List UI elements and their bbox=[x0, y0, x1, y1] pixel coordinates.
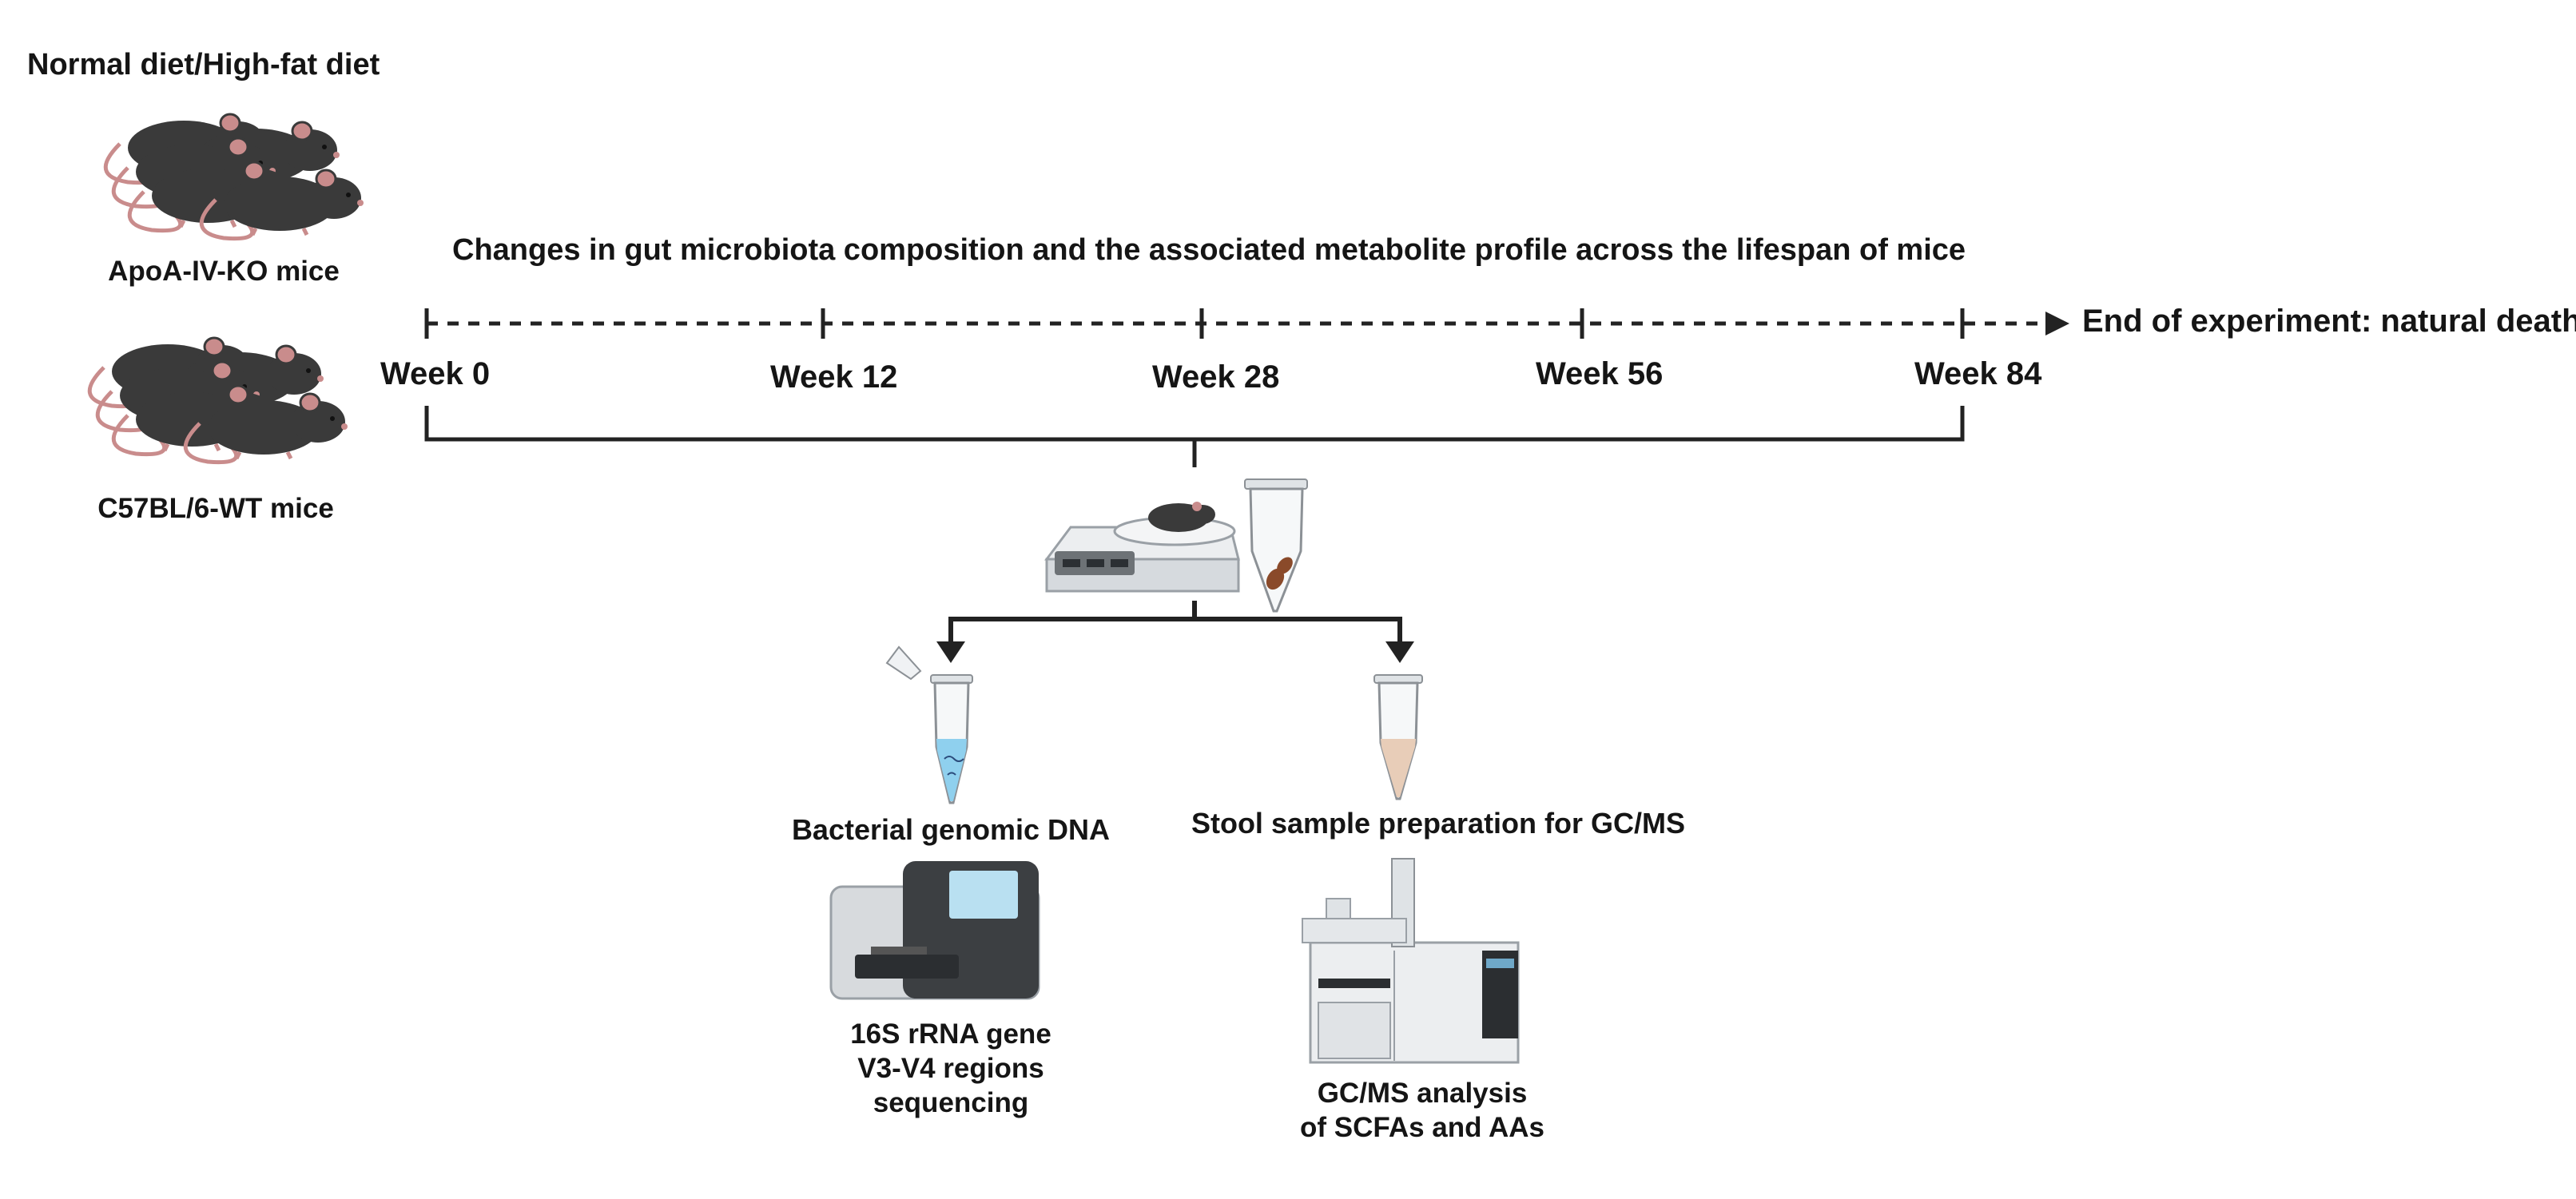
gcms-machine-icon bbox=[1302, 858, 1520, 1064]
left-arrowhead bbox=[936, 641, 965, 663]
timeline-week-28: Week 28 bbox=[1152, 359, 1280, 395]
right-analysis-line-1: GC/MS analysis bbox=[1317, 1078, 1528, 1109]
group-label-c57bl6-wt: C57BL/6-WT mice bbox=[97, 493, 334, 524]
weighing-scale-icon bbox=[1044, 502, 1240, 593]
timeline-week-56: Week 56 bbox=[1536, 356, 1664, 391]
right-branch-sample-label: Stool sample preparation for GC/MS bbox=[1191, 807, 1686, 840]
left-analysis-line-2: V3-V4 regions bbox=[857, 1053, 1044, 1084]
timeline-week-0: Week 0 bbox=[380, 356, 491, 391]
right-analysis-line-2: of SCFAs and AAs bbox=[1300, 1112, 1544, 1143]
stool-prep-tube-icon bbox=[1373, 674, 1423, 800]
mouse-group-apoa-iv-ko-icon bbox=[105, 114, 364, 239]
experiment-title: Changes in gut microbiota composition an… bbox=[452, 233, 1966, 267]
left-branch-sample-label: Bacterial genomic DNA bbox=[791, 813, 1111, 846]
sampling-bracket bbox=[424, 406, 1965, 467]
right-arrowhead bbox=[1385, 641, 1414, 663]
timeline-arrowhead bbox=[2045, 312, 2069, 335]
timeline-week-12: Week 12 bbox=[770, 359, 898, 395]
split-arrows bbox=[948, 601, 1402, 643]
stool-collection-tube-icon bbox=[1244, 478, 1308, 613]
timeline bbox=[424, 308, 2053, 339]
dna-tube-icon bbox=[885, 645, 973, 804]
mouse-group-c57bl6-wt-icon bbox=[89, 338, 348, 463]
sequencer-machine-icon bbox=[829, 861, 1040, 1000]
left-analysis-line-1: 16S rRNA gene bbox=[850, 1018, 1051, 1050]
group-label-apoa-iv-ko: ApoA-IV-KO mice bbox=[108, 256, 340, 287]
left-analysis-line-3: sequencing bbox=[873, 1087, 1029, 1118]
timeline-week-84: Week 84 bbox=[1914, 356, 2042, 391]
timeline-end-label: End of experiment: natural death bbox=[2082, 304, 2576, 339]
diet-label: Normal diet/High-fat diet bbox=[27, 48, 380, 81]
